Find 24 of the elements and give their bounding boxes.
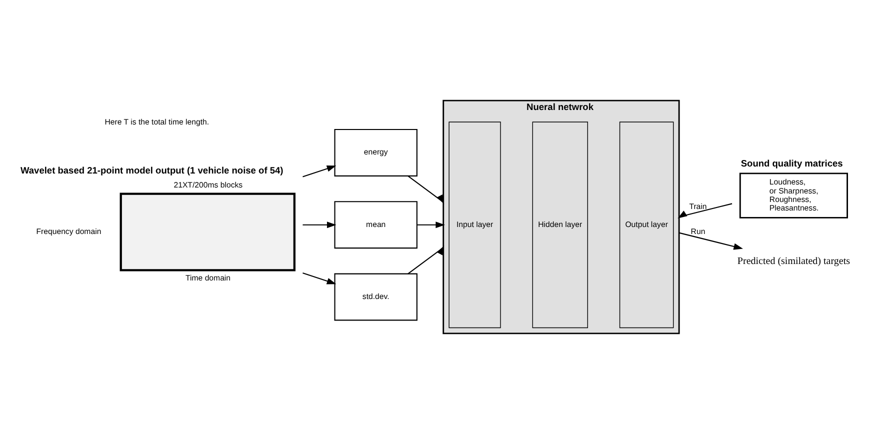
arrow xyxy=(408,175,444,204)
edge-label: Train xyxy=(689,202,707,210)
node-box: Loudness, or Sharpness, Roughness, Pleasantness. xyxy=(739,172,848,218)
node-label: Time domain xyxy=(186,272,231,282)
node-box: std.dev. xyxy=(334,272,418,320)
arrow xyxy=(302,221,336,228)
label: Here T is the total time length. xyxy=(104,117,210,126)
arrow xyxy=(302,272,336,284)
arrow xyxy=(678,202,732,218)
arrow xyxy=(417,221,445,228)
node-label: 21XT/200ms blocks xyxy=(174,180,243,190)
node-box: Input layer xyxy=(448,121,501,328)
node-label: Sound quality matrices xyxy=(740,158,843,168)
arrow xyxy=(408,245,444,274)
arrow xyxy=(678,232,744,250)
node-label: Wavelet based 21-point model output (1 vehicle noise of 54) xyxy=(20,165,284,176)
node-text: Predicted (similated) targets xyxy=(737,255,850,266)
node-box: energy xyxy=(334,128,418,176)
node-box: mean xyxy=(334,200,418,248)
node-box: Output layer xyxy=(619,121,674,328)
arrow xyxy=(302,164,336,177)
node-box: Hidden layer xyxy=(532,121,588,328)
edge-label: Run xyxy=(690,226,706,236)
node-label: Frequency domain xyxy=(36,226,102,236)
